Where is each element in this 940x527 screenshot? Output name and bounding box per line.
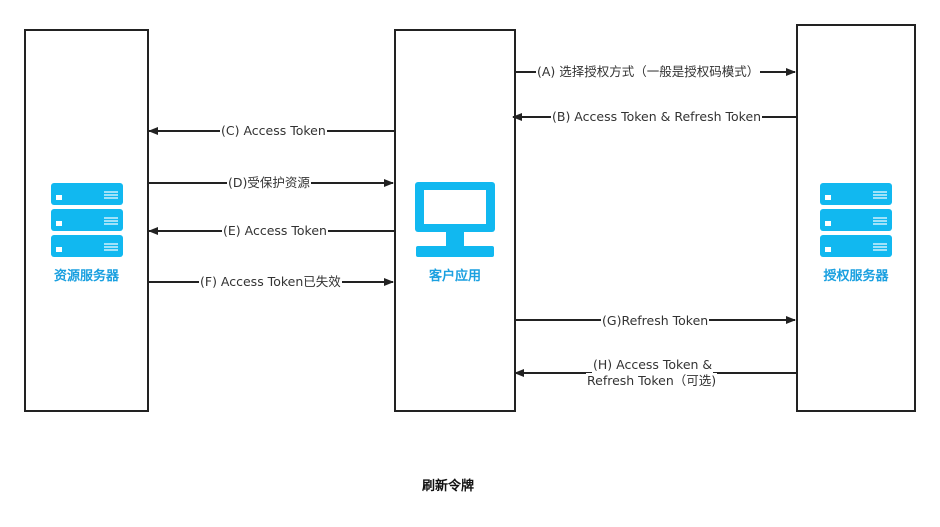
- edge-label-e: (E) Access Token: [222, 223, 328, 239]
- monitor-icon: [415, 182, 495, 257]
- diagram-caption: 刷新令牌: [422, 479, 475, 494]
- auth-server-label: 授权服务器: [823, 269, 889, 284]
- client-app-label: 客户应用: [428, 269, 481, 284]
- resource-server-label: 资源服务器: [53, 269, 119, 284]
- edge-label-g: (G)Refresh Token: [601, 313, 710, 329]
- edge-label-a: (A) 选择授权方式（一般是授权码模式）: [536, 64, 761, 80]
- edge-label-b: (B) Access Token & Refresh Token: [551, 109, 763, 125]
- edge-label-f: (F) Access Token已失效: [199, 274, 342, 290]
- edge-label-c: (C) Access Token: [220, 123, 327, 139]
- edge-label-d: (D)受保护资源: [227, 175, 311, 191]
- edge-label-h-line2: Refresh Token（可选): [586, 373, 718, 389]
- server-icon: [820, 183, 892, 257]
- server-icon: [51, 183, 123, 257]
- edge-label-h-line1: (H) Access Token &: [592, 357, 714, 373]
